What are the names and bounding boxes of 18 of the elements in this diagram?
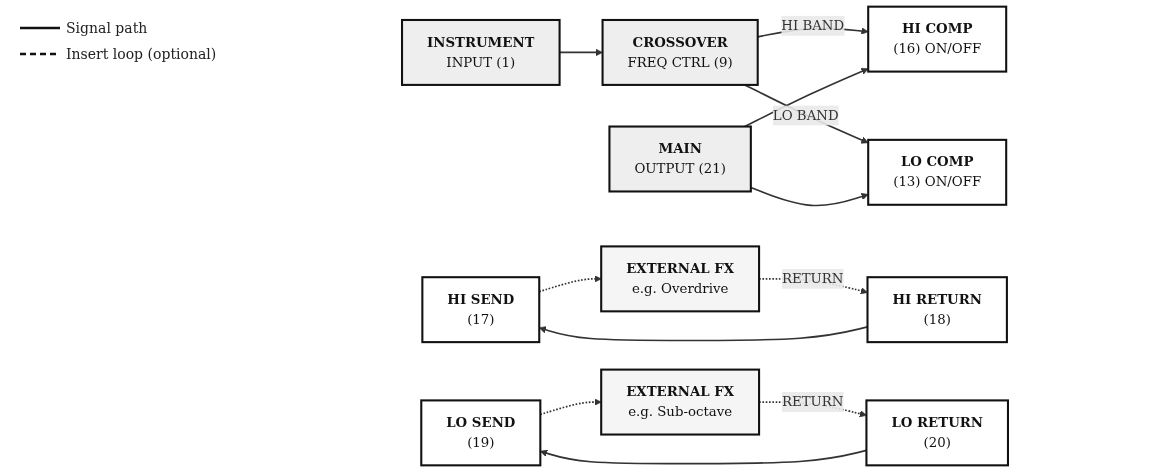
- node-box: LO COMP (13) ON/OFF: [867, 138, 1008, 206]
- edge-label: RETURN: [781, 270, 844, 287]
- node-box: CROSSOVER FREQ CTRL (9): [601, 18, 759, 86]
- edge-label: LO BAND: [772, 107, 839, 123]
- node-box: HI SEND (17): [421, 276, 541, 344]
- node-box: EXTERNAL FX e.g. Sub-octave: [600, 368, 761, 436]
- node-box: MAIN OUTPUT (21): [608, 125, 752, 193]
- node-box: LO SEND (19): [420, 399, 542, 467]
- node-box: HI RETURN (18): [866, 276, 1008, 344]
- legend-label: Insert loop (optional): [66, 46, 217, 62]
- node-box: INSTRUMENT INPUT (1): [401, 18, 561, 86]
- node-box: LO RETURN (20): [865, 399, 1009, 467]
- node-box: EXTERNAL FX e.g. Overdrive: [600, 245, 761, 313]
- edge-label: HI BAND: [781, 17, 845, 34]
- edge-label: RETURN: [781, 393, 844, 410]
- legend-label: Signal path: [66, 20, 148, 36]
- node-box: HI COMP (16) ON/OFF: [867, 5, 1008, 73]
- arrow: [750, 186, 869, 207]
